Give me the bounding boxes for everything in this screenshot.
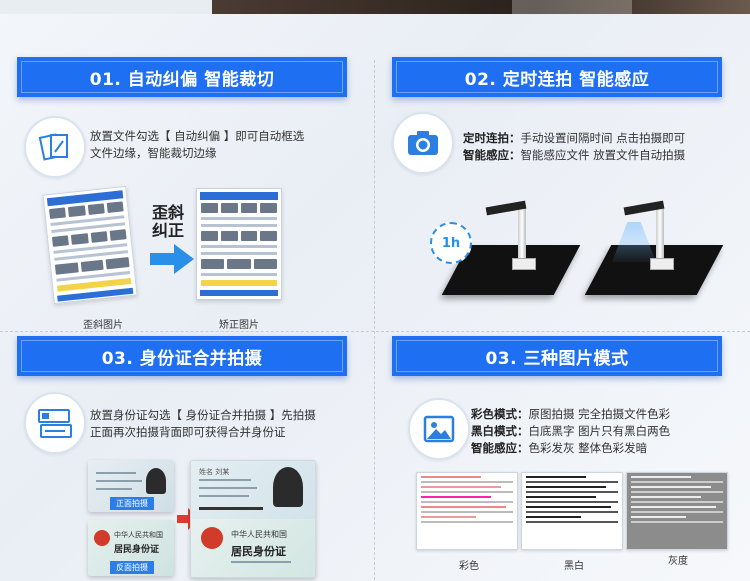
caption-bw: 黑白	[564, 561, 584, 572]
section-4-description: 彩色模式：原图拍摄 完全拍摄文件色彩 黑白模式：白底黑字 图片只有黑白两色 智能…	[471, 406, 670, 457]
gray-mode-label: 智能感应：	[471, 441, 529, 455]
scanner-pad-2	[584, 245, 724, 295]
scanner-arm-2	[656, 206, 664, 262]
documents-icon	[24, 116, 86, 178]
skew-label: 歪斜	[152, 203, 185, 222]
caption-gray: 灰度	[668, 556, 688, 567]
caption-skewed: 歪斜图片	[83, 320, 123, 331]
merged-id-card: 姓名 刘某 中华人民共和国 居民身份证	[190, 460, 316, 578]
timer-label: 定时连拍：	[463, 131, 521, 145]
gray-mode-text: 色彩发灰 整体色彩发暗	[528, 441, 648, 455]
section-3-desc-line-2: 正面再次拍摄背面即可获得合并身份证	[90, 425, 286, 439]
scanner-base-1	[512, 258, 536, 270]
image-icon	[408, 398, 470, 460]
id-country-small: 中华人民共和国	[114, 531, 163, 539]
section-1-title: 01. 自动纠偏 智能裁切	[89, 69, 275, 90]
color-mode-text: 原图拍摄 完全拍摄文件色彩	[528, 407, 671, 421]
merged-id-country: 中华人民共和国	[231, 530, 287, 539]
section-2-title: 02. 定时连拍 智能感应	[464, 69, 650, 90]
merged-emblem-icon	[201, 527, 223, 549]
timer-text: 手动设置间隔时间 点击拍摄即可	[520, 131, 686, 145]
timer-badge-text: 1h	[441, 235, 461, 251]
section-3-title: 03. 身份证合并拍摄	[101, 348, 263, 369]
id-name-label: 姓名	[199, 468, 213, 476]
correct-label: 纠正	[152, 221, 185, 240]
id-back-card: 中华人民共和国 居民身份证 反面拍摄	[88, 520, 174, 576]
section-4-banner: 03. 三种图片模式	[392, 336, 722, 376]
caption-color: 彩色	[459, 561, 479, 572]
color-scan	[416, 472, 518, 550]
id-card-icon	[24, 392, 86, 454]
skew-correct-label: 歪斜 纠正	[152, 204, 184, 240]
section-4-title: 03. 三种图片模式	[485, 348, 629, 369]
vertical-divider	[374, 60, 375, 580]
section-3-description: 放置身份证勾选【 身份证合并拍摄 】先拍摄 正面再次拍摄背面即可获得合并身份证	[90, 407, 316, 441]
section-3-banner: 03. 身份证合并拍摄	[17, 336, 347, 376]
gray-scan	[626, 472, 728, 550]
bw-mode-label: 黑白模式：	[471, 424, 529, 438]
top-image-strip	[212, 0, 750, 14]
section-1-desc-line-1: 放置文件勾选【 自动纠偏 】即可自动框选	[90, 129, 305, 143]
emblem-icon	[94, 530, 110, 546]
scanner-light-beam	[612, 222, 656, 262]
horizontal-divider	[0, 331, 750, 332]
timer-badge: 1h	[430, 222, 472, 264]
right-arrow-icon	[150, 244, 194, 274]
caption-corrected: 矫正图片	[219, 320, 259, 331]
portrait-icon	[146, 468, 166, 494]
merged-portrait-icon	[273, 467, 303, 507]
corrected-document	[196, 188, 282, 300]
bw-scan	[521, 472, 623, 550]
section-1-description: 放置文件勾选【 自动纠偏 】即可自动框选 文件边缘，智能裁切边缘	[90, 128, 304, 162]
section-2-banner: 02. 定时连拍 智能感应	[392, 57, 722, 97]
id-front-card: 正面拍摄	[88, 460, 174, 512]
bw-mode-text: 白底黑字 图片只有黑白两色	[528, 424, 671, 438]
section-3-desc-line-1: 放置身份证勾选【 身份证合并拍摄 】先拍摄	[90, 408, 316, 422]
scanner-base-2	[650, 258, 674, 270]
merged-id-title: 居民身份证	[231, 545, 286, 558]
id-title-small: 居民身份证	[114, 545, 160, 555]
section-1-banner: 01. 自动纠偏 智能裁切	[17, 57, 347, 97]
sensing-text: 智能感应文件 放置文件自动拍摄	[520, 148, 686, 162]
color-mode-label: 彩色模式：	[471, 407, 529, 421]
front-tag: 正面拍摄	[110, 497, 154, 510]
scanner-arm-1	[518, 206, 526, 262]
back-tag: 反面拍摄	[110, 561, 154, 574]
id-name-value: 刘某	[215, 468, 230, 476]
camera-icon	[392, 112, 454, 174]
sensing-label: 智能感应：	[463, 148, 521, 162]
section-2-description: 定时连拍：手动设置间隔时间 点击拍摄即可 智能感应：智能感应文件 放置文件自动拍…	[463, 130, 685, 164]
section-1-desc-line-2: 文件边缘，智能裁切边缘	[90, 146, 217, 160]
skewed-document	[42, 185, 138, 305]
